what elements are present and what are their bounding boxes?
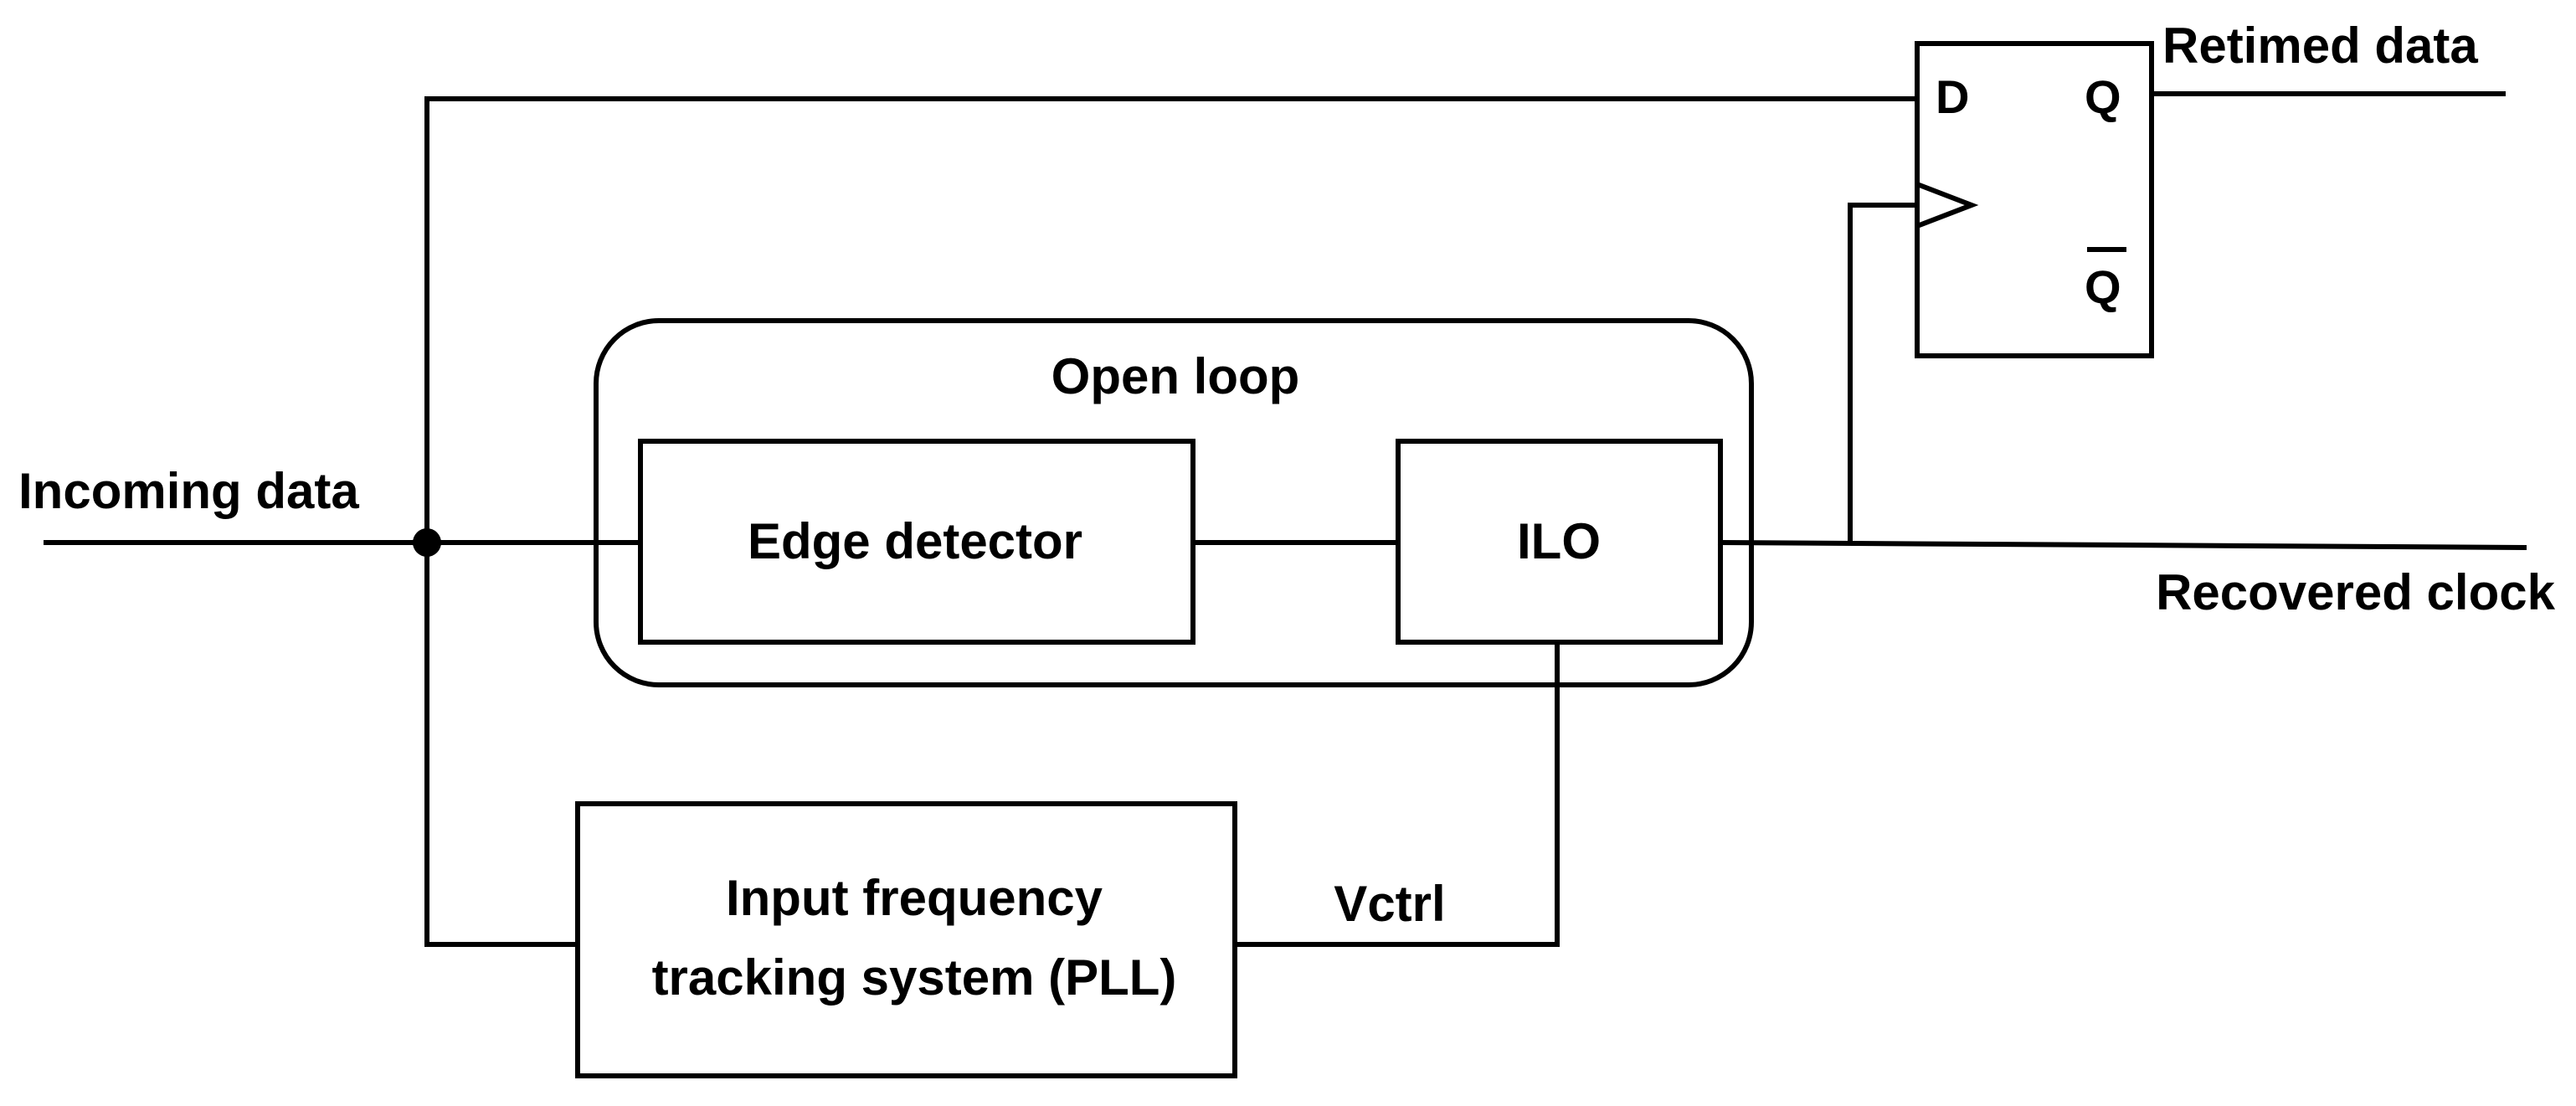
retimed-data-label: Retimed data <box>2162 18 2478 74</box>
pll-label-line1: Input frequency <box>726 870 1103 926</box>
recovered-clock-wire <box>1717 539 2527 551</box>
ff-q-pin-label: Q <box>2085 70 2121 123</box>
clock-input-triangle <box>1915 182 1979 229</box>
ff-d-pin-label: D <box>1936 70 1969 123</box>
ilo-label: ILO <box>1517 513 1601 569</box>
ff-qbar-pin-label: Q <box>2085 260 2121 313</box>
edge-detector-label: Edge detector <box>748 513 1082 569</box>
pll-label-line2: tracking system (PLL) <box>652 949 1177 1006</box>
d-flip-flop <box>1915 41 2154 358</box>
recovered-clock-label: Recovered clock <box>2156 564 2556 620</box>
vctrl-label: Vctrl <box>1334 876 1445 932</box>
open-loop-container <box>594 318 1754 687</box>
open-loop-label: Open loop <box>1051 348 1300 404</box>
edge-detector-block <box>638 439 1195 645</box>
pll-block <box>575 801 1237 1078</box>
incoming-data-label: Incoming data <box>18 463 359 519</box>
